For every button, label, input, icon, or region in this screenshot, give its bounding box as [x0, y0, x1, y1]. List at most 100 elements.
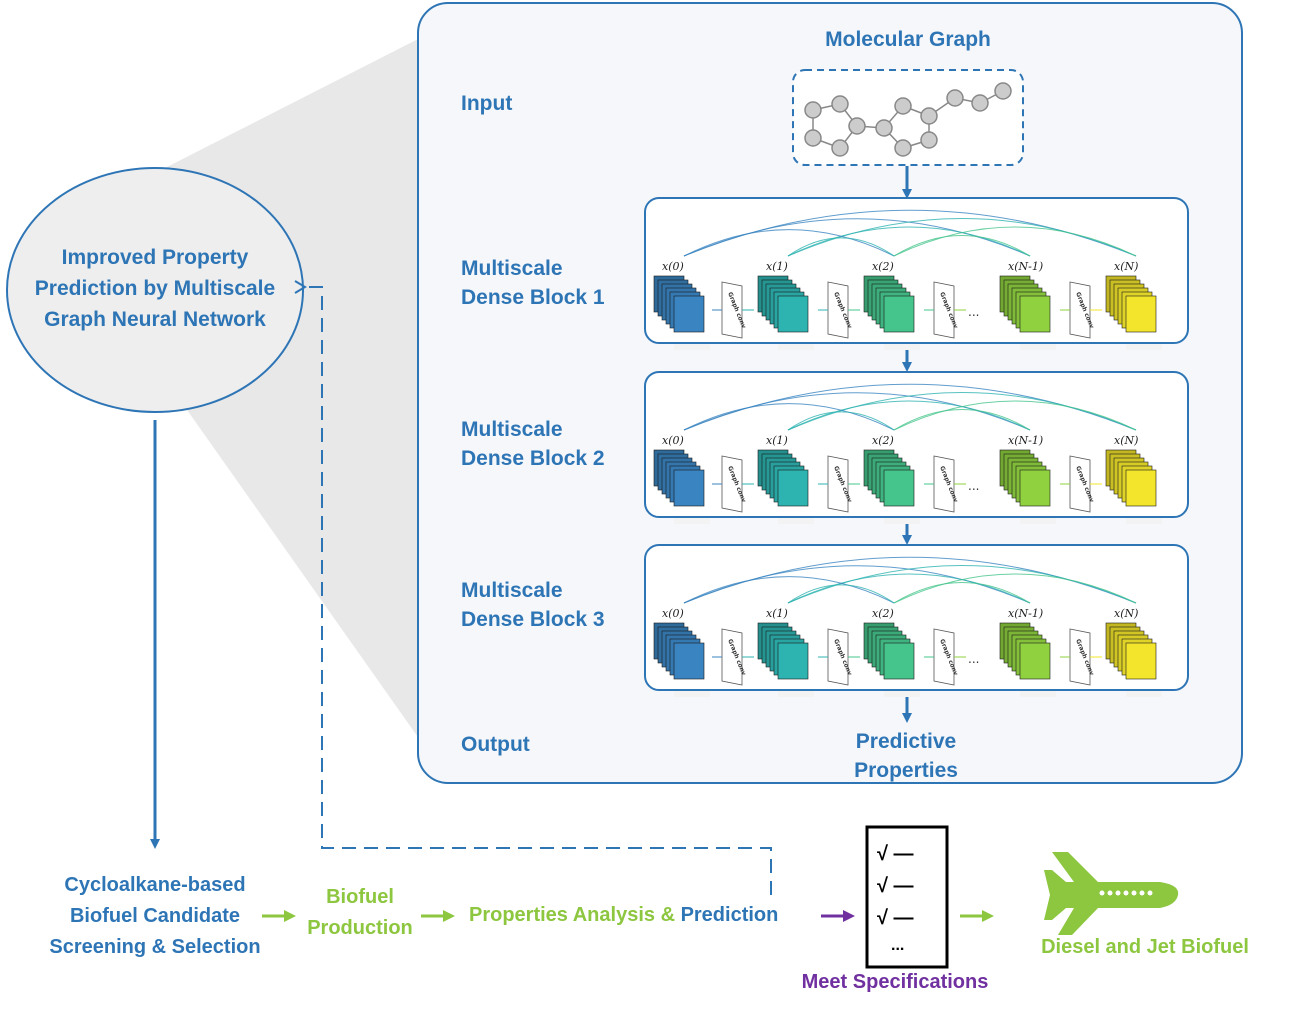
stack-shadow — [778, 518, 814, 524]
feature-stack — [863, 275, 915, 333]
graph-conv-box — [1069, 455, 1091, 513]
graph-conv-layer: Graph conv — [924, 281, 966, 339]
graph-conv-box — [721, 455, 743, 513]
node-label: x(2) — [872, 434, 894, 447]
production-label: Biofuel Production — [295, 882, 425, 944]
skip-connection-arc — [683, 576, 895, 604]
screening-line1: Cycloalkane-based — [64, 874, 246, 896]
block3-label-line1: Multiscale — [461, 579, 563, 602]
node-label: x(2) — [872, 607, 894, 620]
graph-conv-layer: Graph conv — [712, 455, 754, 513]
feature-map — [673, 295, 705, 333]
skip-connection-arc — [787, 573, 1031, 604]
ellipse-line1: Improved Property — [61, 246, 249, 269]
meet-specs-label: Meet Specifications — [801, 971, 989, 993]
output-label: Output — [461, 733, 530, 756]
production-line1: Biofuel — [326, 886, 394, 908]
graph-conv-box — [1069, 628, 1091, 686]
skip-connection-arc — [787, 565, 1137, 604]
skip-connection-arc — [787, 584, 895, 604]
graph-conv-box — [721, 281, 743, 339]
feature-stack — [999, 622, 1051, 680]
block3-label: Multiscale Dense Block 3 — [461, 576, 605, 634]
stack-shadow — [674, 691, 710, 697]
ellipsis: ... — [968, 479, 979, 493]
skip-connection-arc — [787, 237, 895, 257]
feature-map — [883, 469, 915, 507]
graph-conv-box — [827, 628, 849, 686]
stack-shadow — [1126, 518, 1162, 524]
graph-conv-layer: Graph conv — [712, 628, 754, 686]
screening-line2: Biofuel Candidate — [69, 905, 240, 927]
node-label: x(0) — [662, 607, 684, 620]
stack-shadow — [884, 344, 920, 350]
skip-connection-arc — [893, 235, 1031, 257]
block2-label: Multiscale Dense Block 2 — [461, 415, 605, 473]
skip-connection-arc — [893, 400, 1137, 431]
skip-connection-arc — [893, 582, 1031, 604]
skip-connection-arc — [787, 400, 1031, 431]
node-label: x(N) — [1114, 260, 1138, 273]
graph-conv-layer: Graph conv — [1060, 628, 1102, 686]
stack-shadow — [674, 344, 710, 350]
check-item-3: √ — — [877, 907, 914, 929]
graph-conv-box — [721, 628, 743, 686]
node-label: x(N) — [1114, 607, 1138, 620]
feature-map — [1125, 469, 1157, 507]
graph-conv-box — [933, 281, 955, 339]
feature-stack — [653, 622, 705, 680]
feature-stack — [757, 449, 809, 507]
skip-connection-arc — [787, 392, 1137, 431]
feature-map — [777, 469, 809, 507]
graph-conv-layer: Graph conv — [818, 455, 860, 513]
feature-stack — [863, 449, 915, 507]
graph-conv-layer: Graph conv — [818, 281, 860, 339]
graph-conv-layer: Graph conv — [1060, 455, 1102, 513]
feature-map — [673, 642, 705, 680]
feature-map — [777, 642, 809, 680]
molecular-graph-box — [792, 69, 1024, 166]
screening-label: Cycloalkane-based Biofuel Candidate Scre… — [20, 870, 290, 963]
graph-conv-box — [1069, 281, 1091, 339]
block2-label-line1: Multiscale — [461, 418, 563, 441]
node-label: x(N-1) — [1008, 607, 1043, 620]
stack-shadow — [1126, 344, 1162, 350]
node-label: x(N) — [1114, 434, 1138, 447]
node-label: x(1) — [766, 434, 788, 447]
graph-conv-box — [827, 281, 849, 339]
feature-map — [1125, 642, 1157, 680]
node-label: x(0) — [662, 434, 684, 447]
feature-stack — [653, 449, 705, 507]
graph-conv-layer: Graph conv — [818, 628, 860, 686]
graph-conv-box — [933, 455, 955, 513]
block1-label-line2: Dense Block 1 — [461, 286, 605, 309]
graph-conv-layer: Graph conv — [712, 281, 754, 339]
node-label: x(1) — [766, 607, 788, 620]
ellipse-line2: Prediction by Multiscale — [34, 277, 276, 300]
molecular-graph-title: Molecular Graph — [825, 28, 991, 51]
predictive-properties-line1: Predictive — [855, 730, 957, 753]
check-item-more: ... — [891, 937, 904, 954]
skip-connection-arc — [893, 226, 1137, 257]
graph-conv-box — [827, 455, 849, 513]
block1-label: Multiscale Dense Block 1 — [461, 254, 605, 312]
ellipsis: ... — [968, 305, 979, 319]
block3-label-line2: Dense Block 3 — [461, 608, 605, 631]
feature-map — [1019, 469, 1051, 507]
predictive-properties-line2: Properties — [854, 759, 958, 782]
ellipse-line3: Graph Neural Network — [44, 308, 266, 331]
block2-label-line2: Dense Block 2 — [461, 447, 605, 470]
graph-conv-box — [933, 628, 955, 686]
skip-connection-arc — [787, 411, 895, 431]
predictive-properties: Predictive Properties — [806, 727, 1006, 785]
stack-shadow — [1020, 518, 1056, 524]
checklist-box — [865, 825, 949, 969]
production-line2: Production — [307, 917, 413, 939]
check-item-2: √ — — [877, 875, 914, 897]
node-label: x(N-1) — [1008, 260, 1043, 273]
molecule-icon — [804, 82, 1012, 157]
final-product-label: Diesel and Jet Biofuel — [1041, 936, 1249, 958]
feature-stack — [999, 275, 1051, 333]
